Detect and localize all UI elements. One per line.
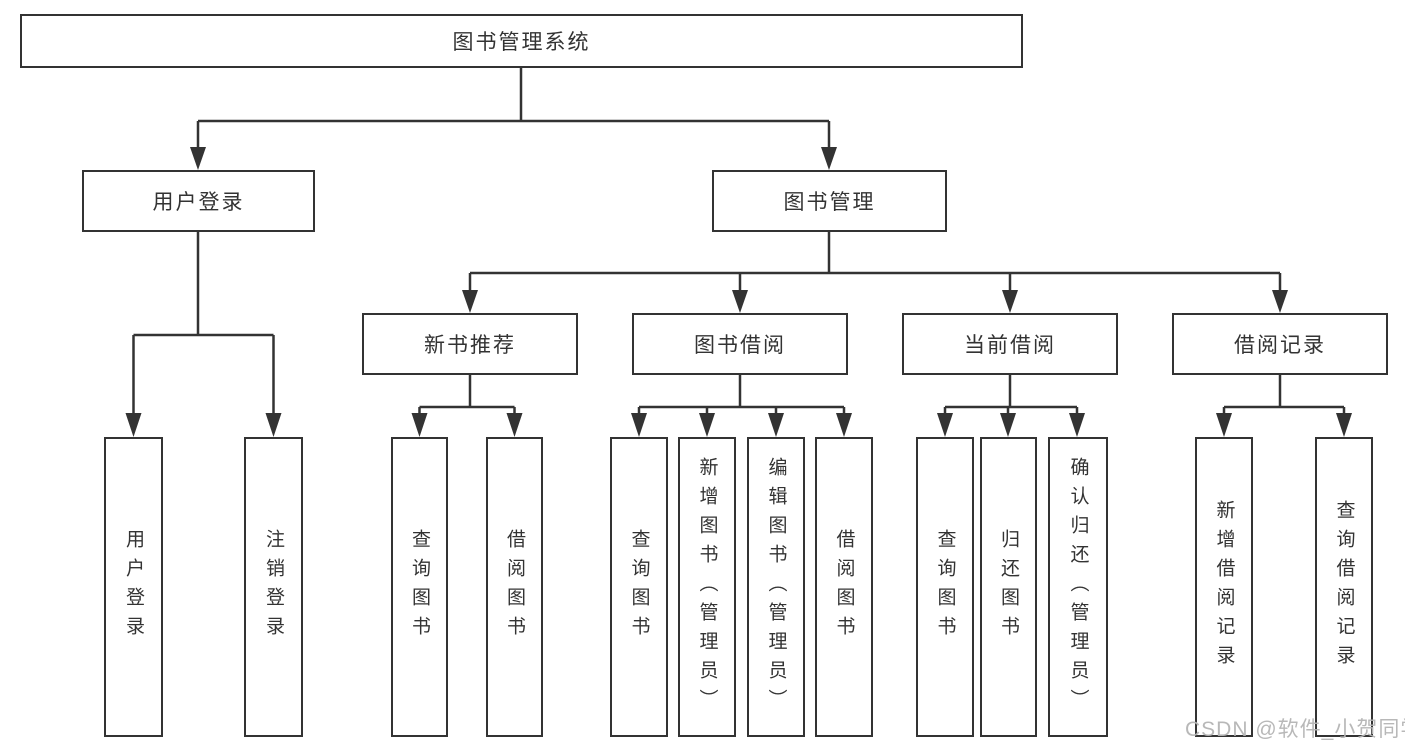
node-query-borrow-record: 查询借阅记录: [1315, 437, 1373, 737]
node-label: 图书借阅: [694, 334, 786, 357]
node-label: 确认归还（管理员）: [1067, 456, 1089, 718]
node-add-books-admin: 新增图书（管理员）: [678, 437, 736, 737]
node-label: 当前借阅: [964, 334, 1056, 357]
node-user-login-action: 用户登录: [104, 437, 163, 737]
node-query-books-recommend: 查询图书: [391, 437, 448, 737]
tree-edges: [132, 68, 1346, 416]
node-new-book-recommend: 新书推荐: [362, 313, 578, 375]
node-label: 借阅记录: [1234, 334, 1326, 357]
node-query-books-borrow: 查询图书: [610, 437, 668, 737]
node-label: 借阅图书: [833, 529, 855, 645]
node-current-borrowing: 当前借阅: [902, 313, 1118, 375]
node-label: 新增图书（管理员）: [696, 456, 718, 718]
node-confirm-return-admin: 确认归还（管理员）: [1048, 437, 1108, 737]
node-label: 归还图书: [998, 529, 1019, 645]
arrowheads: [125, 147, 1352, 437]
node-root: 图书管理系统: [20, 14, 1023, 68]
node-user-login: 用户登录: [82, 170, 315, 232]
node-label: 图书管理: [783, 191, 876, 214]
node-label: 用户登录: [152, 191, 245, 214]
node-borrow-books-recommend: 借阅图书: [486, 437, 543, 737]
node-label: 图书管理系统: [452, 31, 591, 54]
node-label: 查询图书: [409, 529, 430, 645]
node-label: 注销登录: [263, 529, 284, 645]
watermark-text: CSDN @软件_小贺同学: [1185, 718, 1405, 741]
node-label: 新书推荐: [424, 334, 516, 357]
node-query-books-current: 查询图书: [916, 437, 974, 737]
node-label: 新增借阅记录: [1213, 500, 1235, 674]
node-label: 查询图书: [628, 529, 650, 645]
node-borrowing-records: 借阅记录: [1172, 313, 1388, 375]
node-label: 查询图书: [934, 529, 956, 645]
node-return-books: 归还图书: [980, 437, 1037, 737]
node-logout-action: 注销登录: [244, 437, 303, 737]
node-book-borrowing: 图书借阅: [632, 313, 848, 375]
node-label: 借阅图书: [504, 529, 525, 645]
node-book-management: 图书管理: [712, 170, 947, 232]
node-label: 编辑图书（管理员）: [765, 456, 787, 718]
node-edit-books-admin: 编辑图书（管理员）: [747, 437, 805, 737]
node-label: 用户登录: [123, 529, 144, 645]
node-label: 查询借阅记录: [1333, 500, 1355, 674]
node-add-borrow-record: 新增借阅记录: [1195, 437, 1253, 737]
node-borrow-books-action: 借阅图书: [815, 437, 873, 737]
